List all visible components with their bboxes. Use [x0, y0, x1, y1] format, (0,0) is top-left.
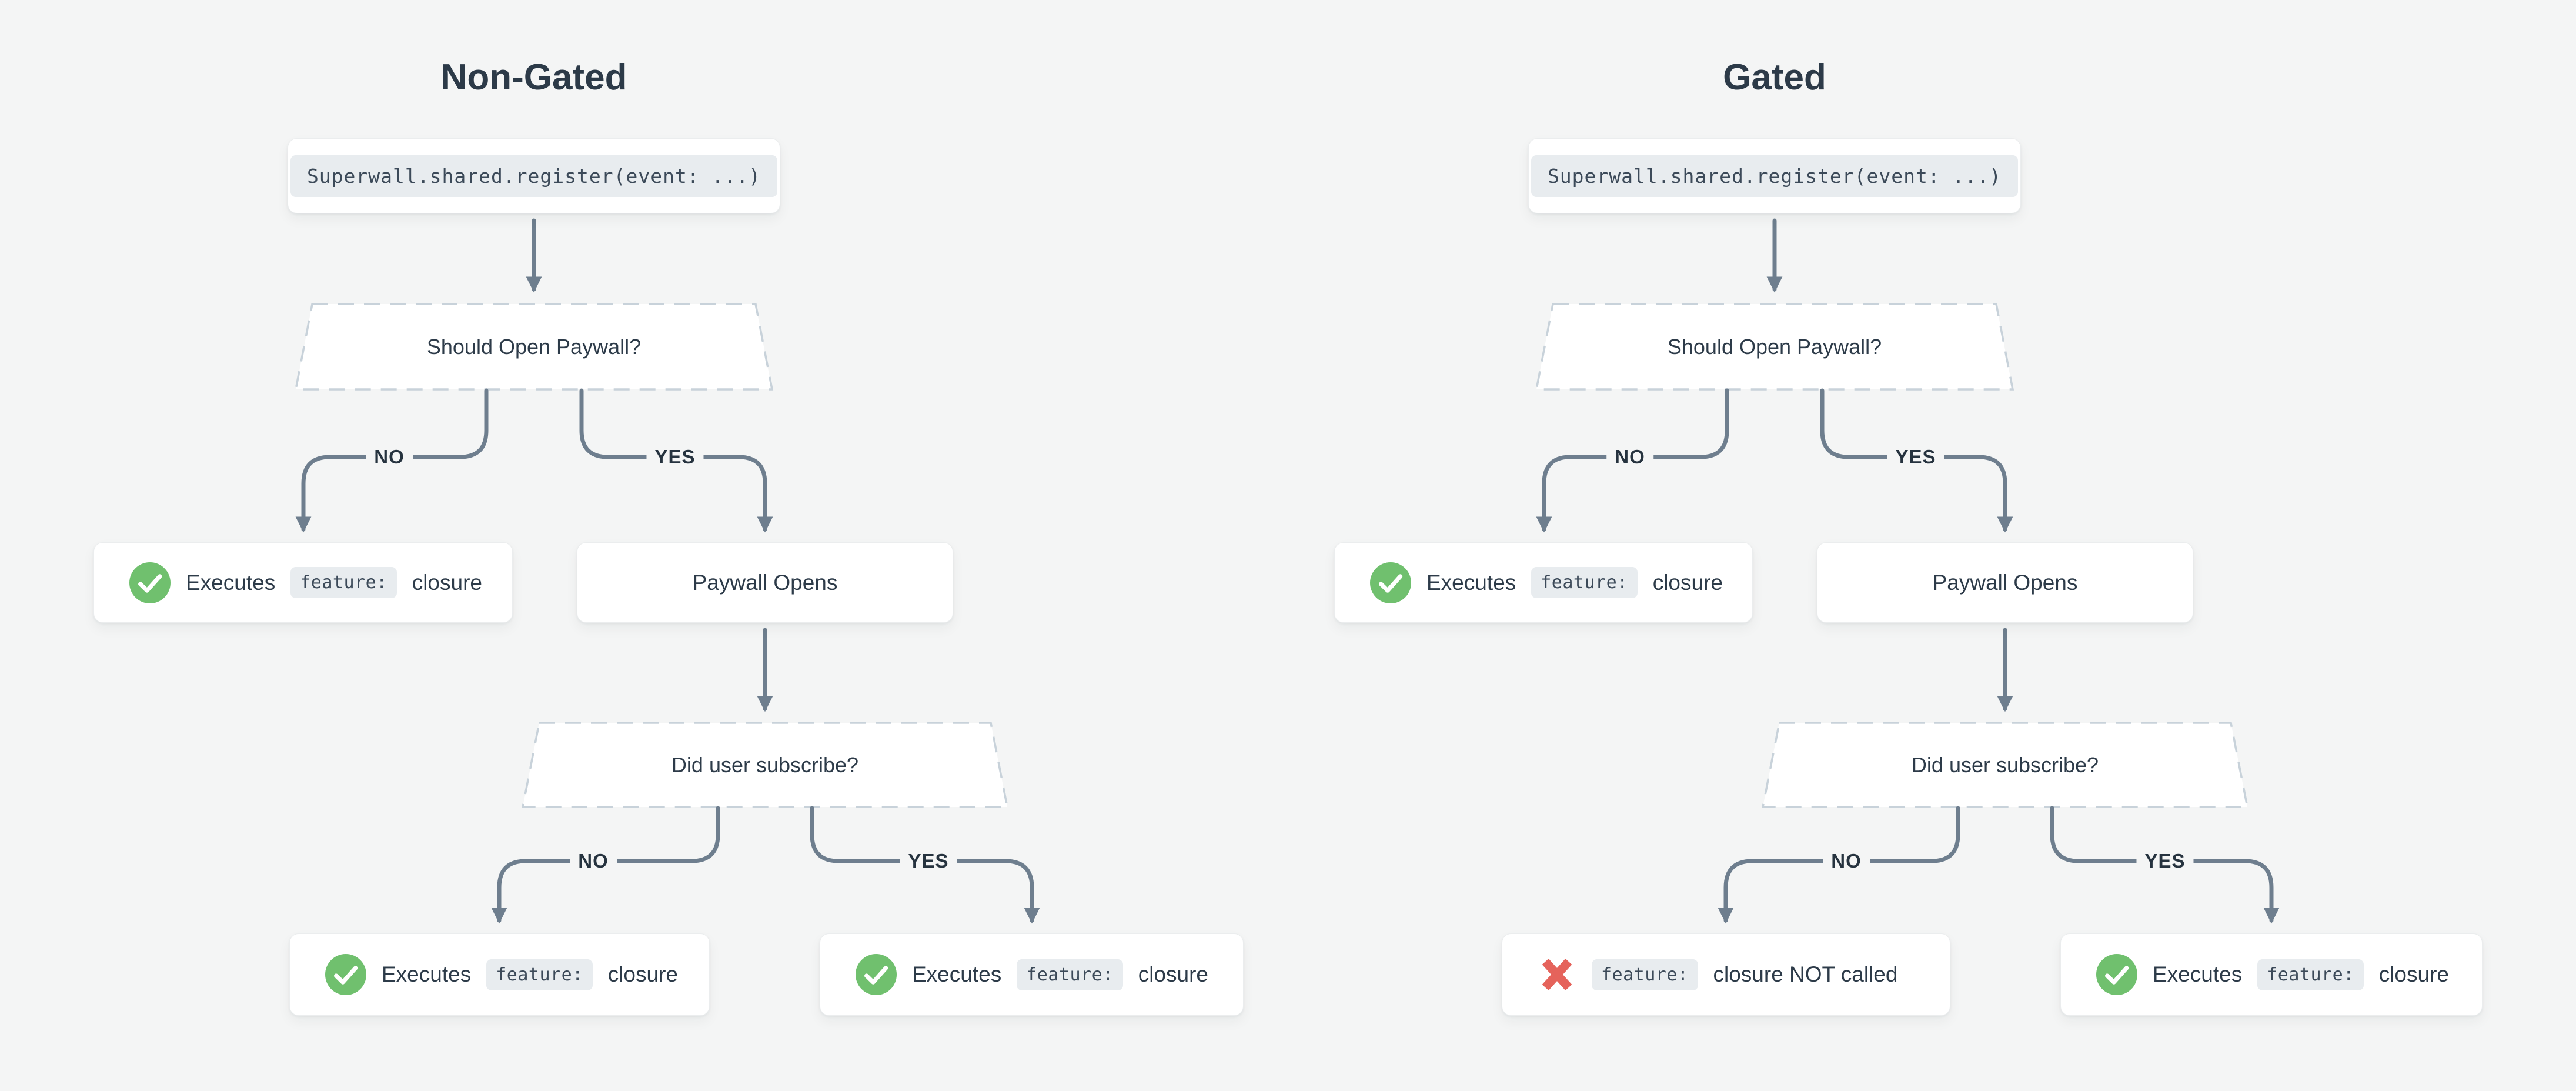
decision1-trapezoid	[1535, 303, 2014, 391]
branch-label-yes: YES	[2136, 849, 2194, 873]
cross-icon	[1538, 955, 1576, 994]
result-text-post: closure	[412, 570, 482, 595]
check-circle-icon	[129, 562, 171, 603]
branch-label-no: NO	[570, 849, 617, 873]
register-call-node: Superwall.shared.register(event: ...)	[288, 138, 780, 213]
column-title: Gated	[1723, 57, 1826, 98]
result-executes-feature-node: Executes feature: closure	[2060, 933, 2483, 1016]
decision1-trapezoid	[294, 303, 774, 391]
check-circle-icon	[1370, 562, 1411, 603]
result-text-post: closure	[1652, 570, 1723, 595]
result-executes-feature-node: Executes feature: closure	[1334, 542, 1753, 623]
result-feature-not-called-node: feature: closure NOT called	[1502, 933, 1950, 1016]
check-circle-icon	[2096, 954, 2137, 995]
paywall-opens-node: Paywall Opens	[577, 542, 953, 623]
branch-label-no: NO	[1606, 445, 1653, 469]
feature-chip: feature:	[1592, 959, 1698, 990]
result-executes-feature-node: Executes feature: closure	[93, 542, 513, 623]
paywall-opens-node: Paywall Opens	[1817, 542, 2193, 623]
feature-chip: feature:	[486, 959, 593, 990]
feature-chip: feature:	[290, 567, 397, 598]
decision2-trapezoid	[1761, 722, 2249, 808]
result-text-post: closure NOT called	[1713, 962, 1898, 986]
decision2-trapezoid	[521, 722, 1009, 808]
result-executes-feature-node: Executes feature: closure	[820, 933, 1244, 1016]
feature-chip: feature:	[1531, 567, 1638, 598]
gated-connectors	[1535, 218, 2280, 924]
result-executes-feature-node: Executes feature: closure	[289, 933, 710, 1016]
check-circle-icon	[325, 954, 366, 995]
check-circle-icon	[856, 954, 897, 995]
result-text-pre: Executes	[1426, 570, 1516, 595]
feature-chip: feature:	[1017, 959, 1123, 990]
branch-label-no: NO	[1823, 849, 1870, 873]
result-text-post: closure	[2378, 962, 2449, 986]
result-text-post: closure	[1138, 962, 1208, 986]
register-call-node: Superwall.shared.register(event: ...)	[1528, 138, 2021, 213]
register-call-code: Superwall.shared.register(event: ...)	[1531, 155, 2019, 197]
result-text-pre: Executes	[382, 962, 472, 986]
result-text-post: closure	[607, 962, 678, 986]
register-call-code: Superwall.shared.register(event: ...)	[290, 155, 778, 197]
branch-label-yes: YES	[1887, 445, 1944, 469]
branch-label-yes: YES	[646, 445, 704, 469]
branch-label-yes: YES	[900, 849, 957, 873]
result-text-pre: Executes	[912, 962, 1002, 986]
branch-label-no: NO	[366, 445, 413, 469]
result-text-pre: Executes	[2153, 962, 2243, 986]
result-text-pre: Executes	[186, 570, 276, 595]
column-title: Non-Gated	[440, 57, 627, 98]
feature-chip: feature:	[2257, 959, 2364, 990]
